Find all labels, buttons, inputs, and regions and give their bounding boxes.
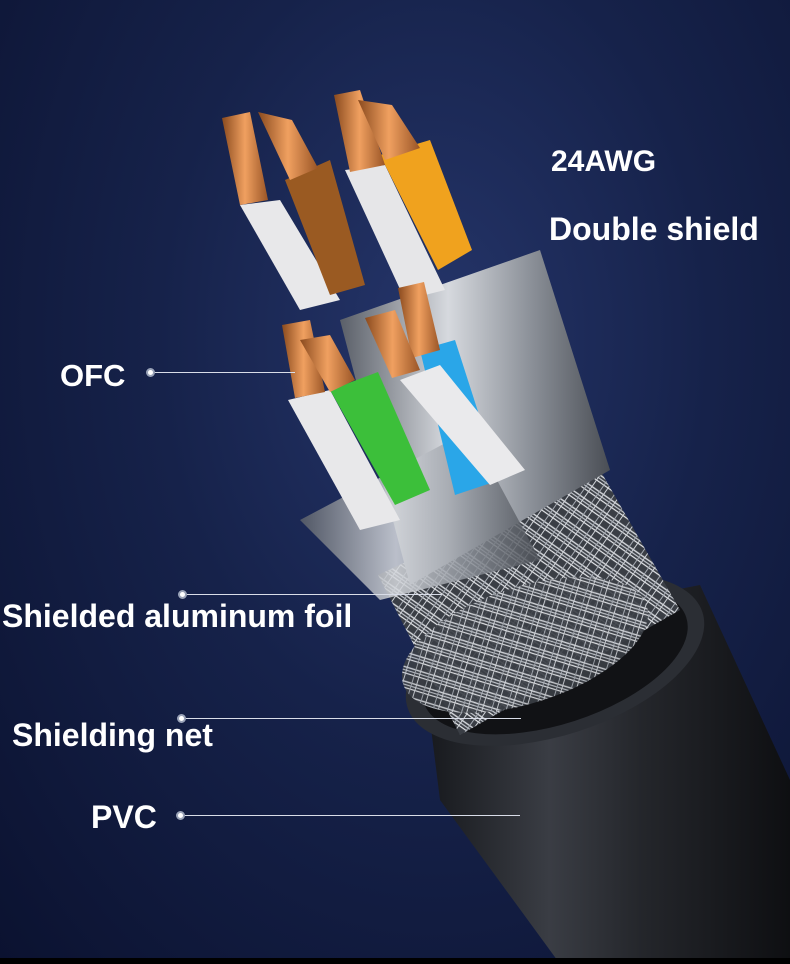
callout-foil-dot bbox=[178, 590, 187, 599]
callout-ofc-dot bbox=[146, 368, 155, 377]
callout-net-dot bbox=[177, 714, 186, 723]
bottom-edge bbox=[0, 958, 790, 964]
callout-pvc-label: PVC bbox=[91, 799, 157, 835]
shielding-net bbox=[378, 470, 680, 735]
spec-shield: Double shield bbox=[549, 211, 759, 247]
wire-pair-green bbox=[282, 320, 430, 530]
callout-ofc-line bbox=[155, 372, 295, 373]
wire-pair-brown bbox=[222, 112, 365, 310]
callout-foil-line bbox=[187, 594, 442, 595]
callout-foil-label: Shielded aluminum foil bbox=[2, 598, 353, 634]
spec-gauge: 24AWG bbox=[551, 145, 657, 178]
callout-ofc-label: OFC bbox=[60, 358, 126, 393]
callout-net-label: Shielding net bbox=[12, 717, 213, 753]
callout-net-line bbox=[186, 718, 521, 719]
wire-pair-orange bbox=[334, 90, 472, 300]
wire-pair-blue bbox=[365, 282, 525, 495]
callout-pvc-line bbox=[185, 815, 520, 816]
callout-pvc-dot bbox=[176, 811, 185, 820]
